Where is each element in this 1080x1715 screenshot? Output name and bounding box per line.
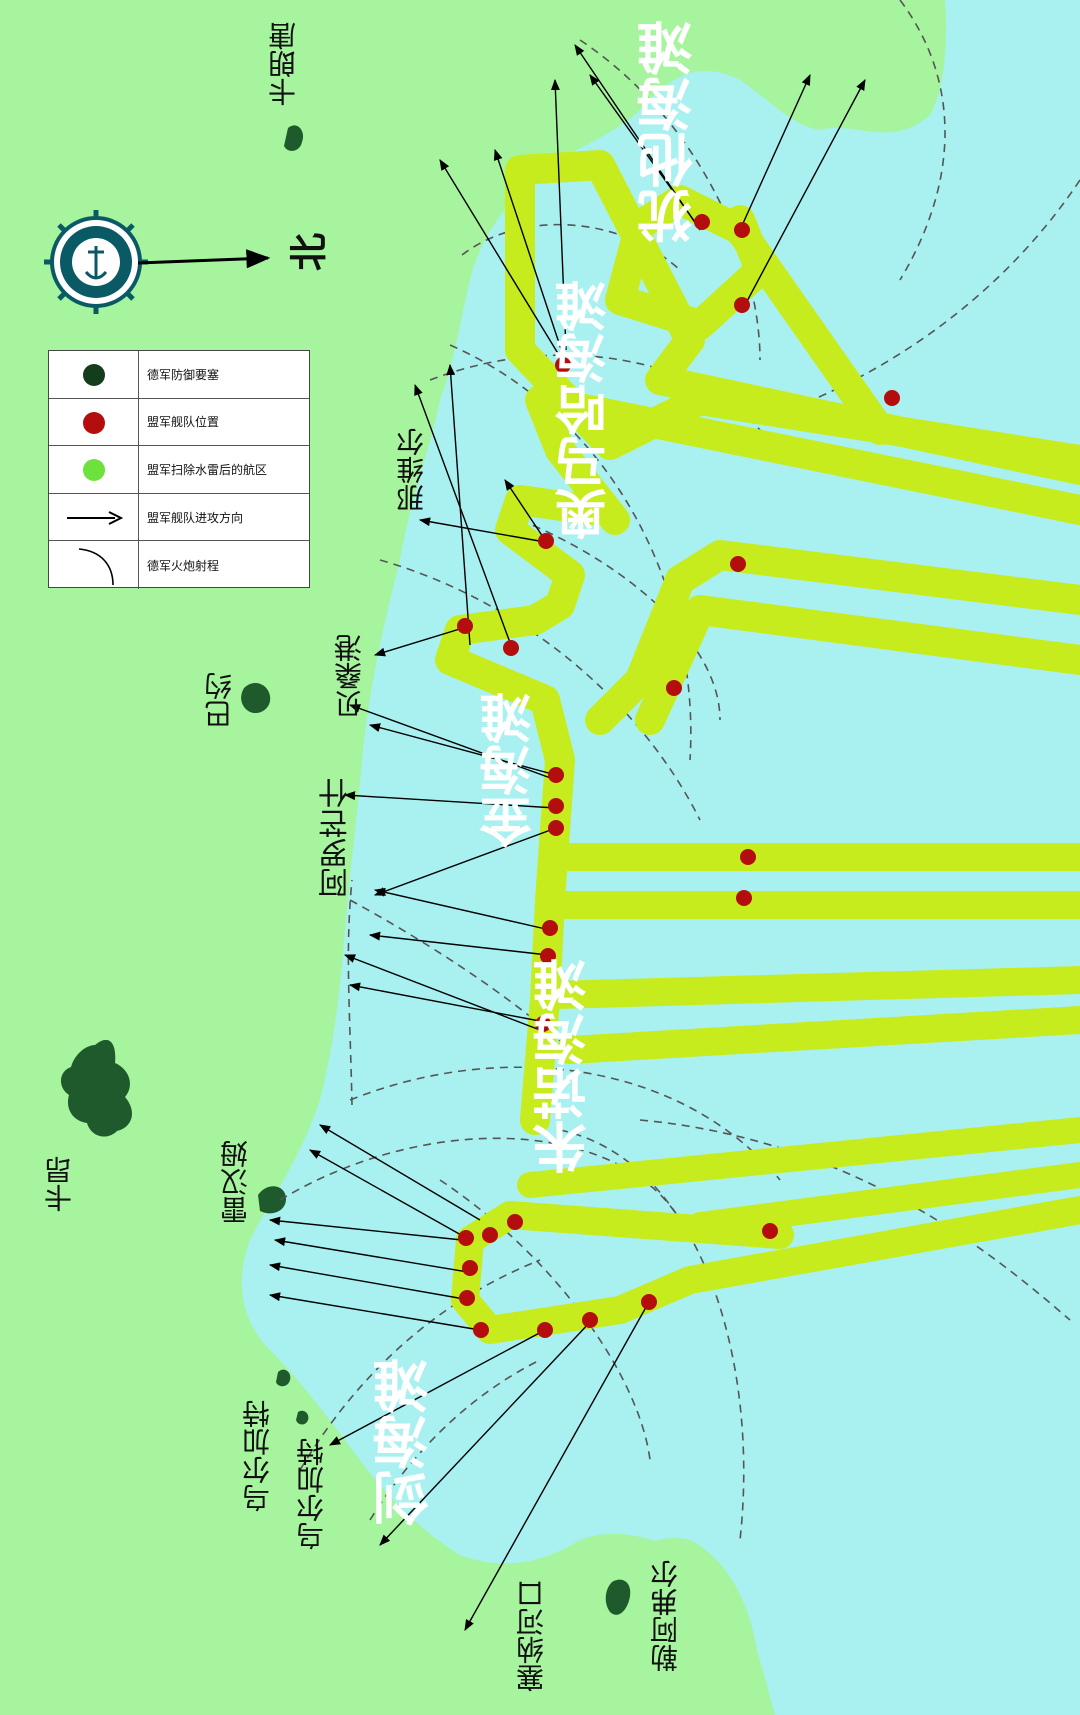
legend-row-fortress: 德军防御要塞 <box>49 351 309 399</box>
legend-row-cleared: 盟军扫除水雷后的航区 <box>49 446 309 494</box>
place-label-caen: 卡昂 <box>43 1156 76 1212</box>
cleared-lanes <box>435 150 1080 1344</box>
place-label-bayeux: 巴约 <box>203 672 236 728</box>
map-legend: 德军防御要塞 盟军舰队位置 盟军扫除水雷后的航区 盟军舰队进攻方向 德军火炮射程 <box>48 350 310 589</box>
fleet-dot-icon <box>83 411 105 434</box>
arc-icon <box>78 548 114 586</box>
beach-label-sword: 剑海滩 <box>373 1358 438 1526</box>
beach-label-gold: 金海滩 <box>481 692 541 848</box>
north-arrow-icon <box>137 249 271 269</box>
legend-row-fleet: 盟军舰队位置 <box>49 398 309 447</box>
fortress-bayeux <box>241 682 271 714</box>
attack-arrows <box>268 44 866 1631</box>
fortress-le-havre <box>605 1579 631 1615</box>
place-label-lion: 雷汉姆 <box>219 1140 252 1224</box>
place-label-isigny: 那维尔 <box>395 428 428 512</box>
beach-label-juno: 朱诺海滩 <box>533 958 596 1174</box>
place-label-cherbourg: 卡朗唐 <box>267 22 300 106</box>
arrow-icon <box>67 510 124 525</box>
fortress-ouistreham-1 <box>276 1369 291 1387</box>
legend-label: 德军火炮射程 <box>147 558 220 573</box>
legend-label: 盟军舰队位置 <box>147 415 220 430</box>
le-havre-land <box>580 1538 770 1715</box>
place-label-ouistreham-2: 乌尔加特 <box>295 1438 328 1550</box>
beach-label-omaha: 奥马哈海滩 <box>556 280 616 540</box>
fortress-dot-icon <box>83 364 105 386</box>
place-label-le-havre: 勒阿弗尔 <box>649 1560 682 1672</box>
north-label: 北 <box>287 232 332 272</box>
place-label-seine-estuary: 塞纳河口 <box>515 1580 548 1692</box>
place-label-port-en-bessin: 贝桑港 <box>333 634 366 718</box>
cleared-area-dot-icon <box>83 459 105 482</box>
legend-label: 德军防御要塞 <box>147 367 220 382</box>
legend-row-range: 德军火炮射程 <box>49 541 309 589</box>
beach-label-utah: 犹他海滩 <box>637 20 702 244</box>
fortress-cherbourg <box>284 125 304 151</box>
compass-logo-icon <box>44 210 148 314</box>
legend-row-attack: 盟军舰队进攻方向 <box>49 493 309 542</box>
place-label-ouistreham-1: 乌尔加特 <box>241 1400 274 1512</box>
fortress-ouistreham-2 <box>296 1410 309 1425</box>
place-label-arromanches: 阿罗芒什 <box>319 778 354 898</box>
fortress-lion <box>258 1186 286 1214</box>
fortress-caen <box>60 1039 132 1137</box>
fleet-positions <box>457 214 900 1338</box>
legend-label: 盟军扫除水雷后的航区 <box>147 462 268 477</box>
legend-label: 盟军舰队进攻方向 <box>147 510 244 525</box>
